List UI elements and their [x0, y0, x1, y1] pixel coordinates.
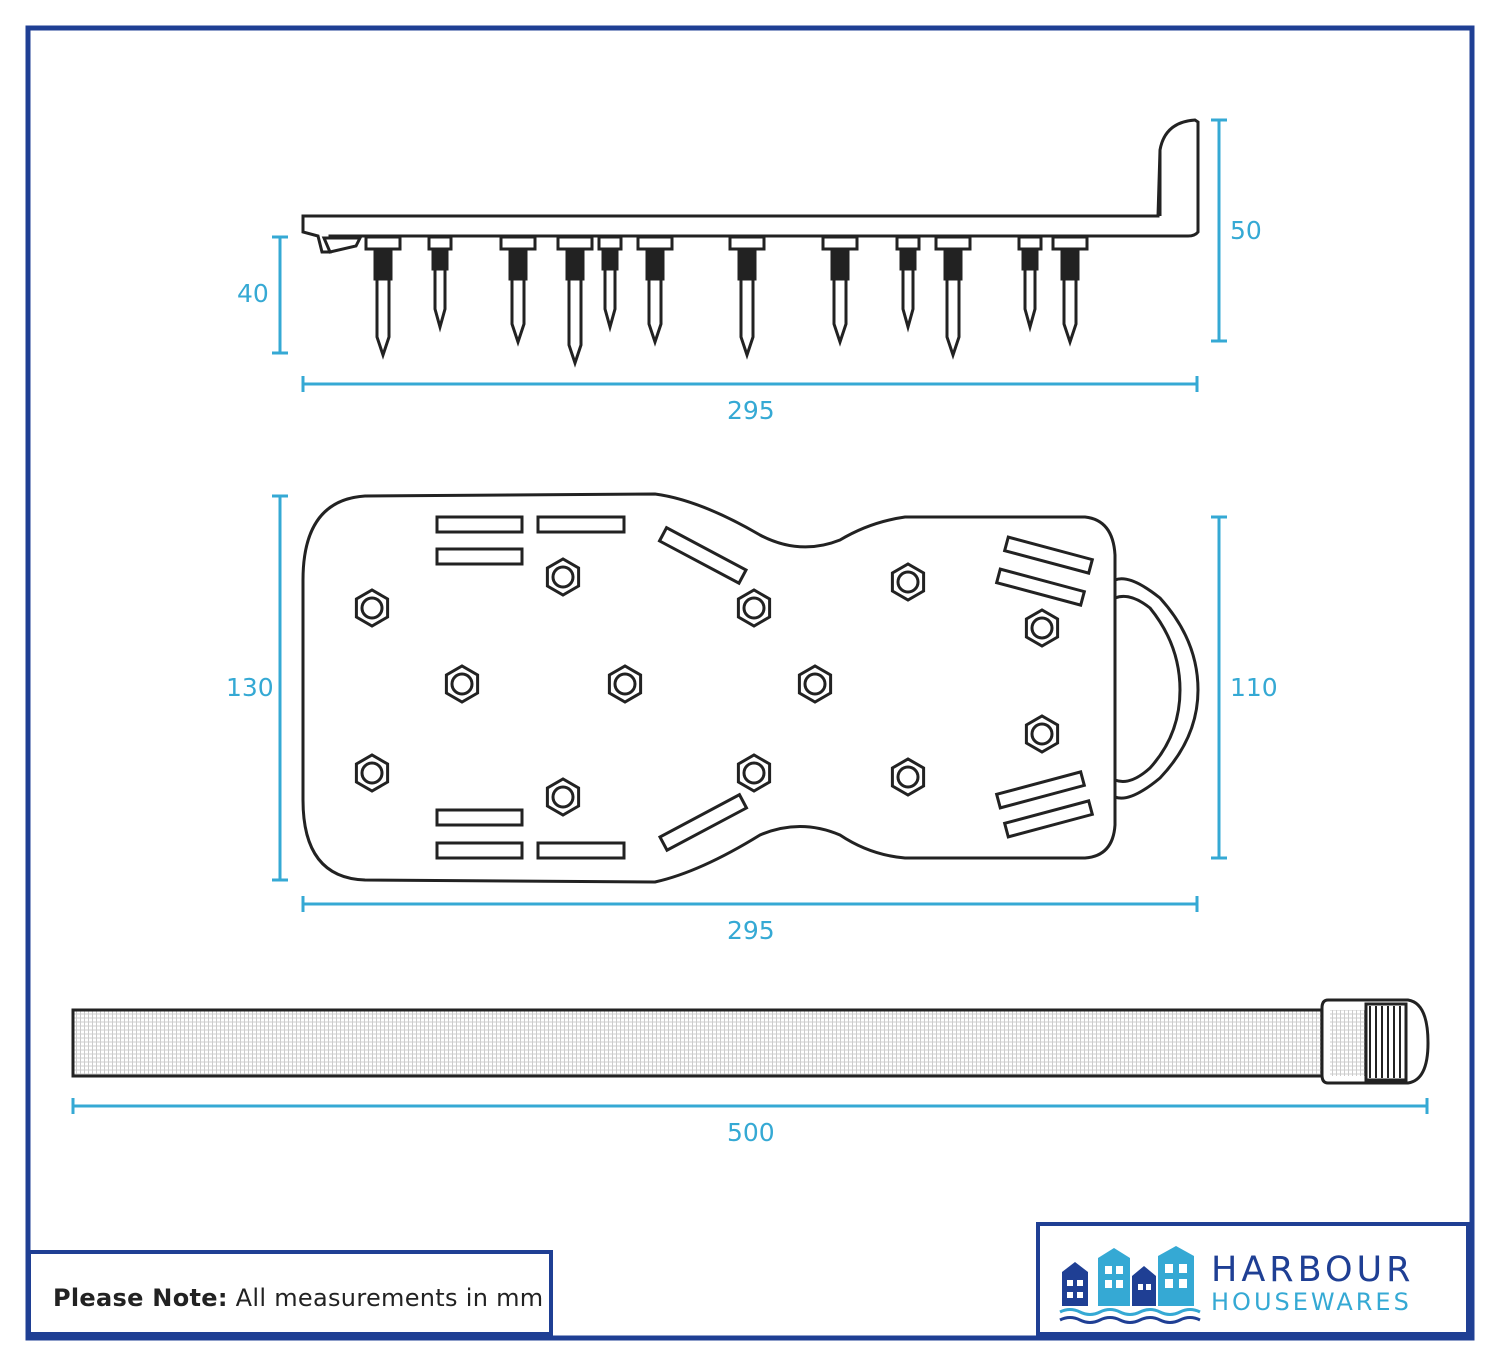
spike	[597, 235, 623, 333]
hex-nut	[736, 588, 772, 628]
dim-strap-length: 500	[727, 1118, 775, 1147]
dim-top-width: 130	[226, 673, 274, 702]
spike	[1017, 235, 1043, 333]
hex-nuts	[354, 557, 1060, 817]
side-dimension-lines	[272, 118, 1227, 392]
brand-logo: HARBOUR HOUSEWARES	[1036, 1222, 1470, 1336]
hex-nut	[890, 562, 926, 602]
page-border	[25, 25, 1475, 1341]
brand-name-line2: HOUSEWARES	[1211, 1288, 1412, 1316]
spike	[427, 235, 453, 333]
spike	[1051, 235, 1089, 347]
buildings-logo-icon	[1059, 1246, 1201, 1324]
spike	[895, 235, 921, 333]
spike	[934, 235, 972, 360]
dim-spike-height: 40	[237, 279, 269, 308]
spike	[499, 235, 537, 347]
dim-side-length: 295	[727, 396, 775, 425]
dim-top-length: 295	[727, 916, 775, 945]
heel-handle	[1114, 577, 1200, 800]
slots	[435, 515, 1095, 860]
dim-heel-height: 50	[1230, 216, 1262, 245]
hex-nut	[797, 664, 833, 704]
hex-nut	[890, 757, 926, 797]
dim-top-width-heel: 110	[1230, 673, 1278, 702]
note-box: Please Note: All measurements in mm	[27, 1250, 553, 1336]
hex-nut	[736, 753, 772, 793]
spike	[821, 235, 859, 347]
hex-nut	[354, 588, 390, 628]
hex-nut	[545, 777, 581, 817]
hex-nut	[1024, 714, 1060, 754]
side-view-plate	[301, 118, 1200, 254]
strap-dimension-line	[71, 1098, 1429, 1114]
strap-webbing	[71, 1008, 1337, 1078]
spike	[556, 235, 594, 368]
side-view	[301, 118, 1200, 368]
spike	[636, 235, 674, 347]
spike	[364, 235, 402, 360]
hex-nut	[1024, 608, 1060, 648]
top-dimension-lines	[272, 494, 1227, 912]
hex-nut	[545, 557, 581, 597]
spike	[728, 235, 766, 360]
note-label: Please Note:	[53, 1284, 228, 1312]
spikes	[364, 235, 1089, 368]
hex-nut	[354, 753, 390, 793]
note: Please Note: All measurements in mm	[53, 1284, 544, 1312]
brand-name-line1: HARBOUR	[1211, 1250, 1415, 1290]
top-view	[301, 492, 1200, 884]
note-text: All measurements in mm	[235, 1284, 544, 1312]
hex-nut	[444, 664, 480, 704]
strap	[71, 998, 1430, 1085]
hex-nut	[607, 664, 643, 704]
